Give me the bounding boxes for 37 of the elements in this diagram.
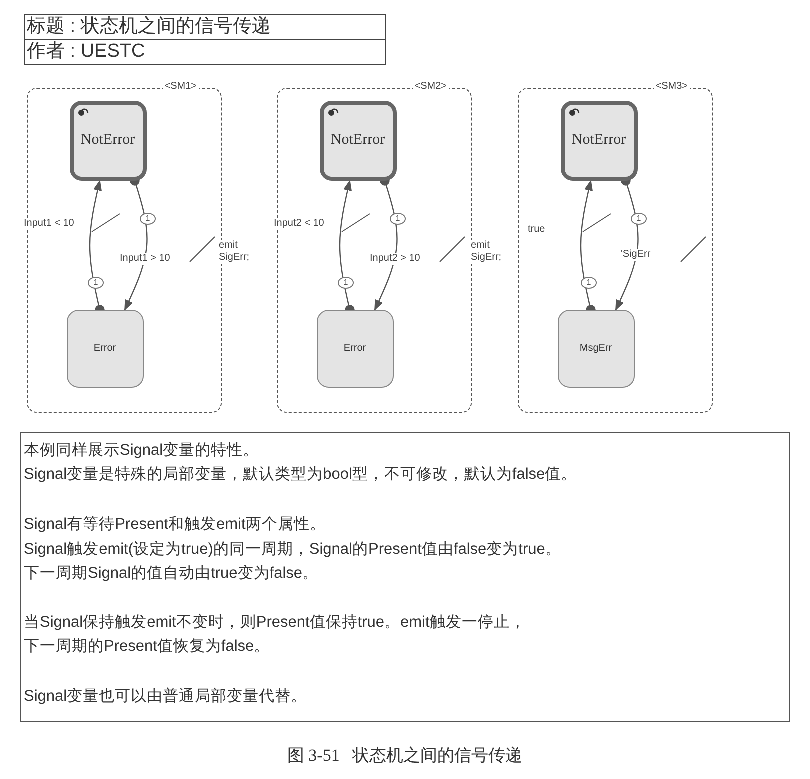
state-name: NotError (80, 132, 136, 149)
description-text: Signal变量也可以由普通局部变量代替。 (24, 686, 308, 707)
state-name: NotError (572, 132, 626, 149)
transition-label: Input1 > 10 (120, 253, 170, 265)
transition-label: Input2 < 10 (274, 218, 324, 230)
header-cell: 作者 : UESTC (24, 39, 386, 65)
description-text: 下一周期的Present值恢复为false。 (24, 637, 270, 657)
state-box (66, 310, 144, 388)
state-name: MsgErr (580, 343, 612, 354)
priority-badge: 1 (88, 277, 104, 289)
description-text: 本例同样展示Signal变量的特性。 (24, 441, 260, 461)
transition-label: 'SigErr (621, 249, 651, 261)
state-machine-name: <SM2> (412, 81, 449, 92)
description-text: 下一周期Signal的值自动由true变为false。 (24, 564, 319, 584)
initial-state-box (70, 100, 146, 180)
header-cell: 标题 : 状态机之间的信号传递 (24, 14, 386, 40)
description-text: Signal变量是特殊的局部变量，默认类型为bool型，不可修改，默认为false值。 (24, 465, 578, 485)
priority-badge: 1 (338, 277, 354, 289)
description-text: 当Signal保持触发emit不变时，则Present值保持true。emit触发一停止， (24, 613, 526, 633)
state-box (558, 310, 634, 388)
initial-state-box (560, 100, 638, 180)
state-name: Error (94, 343, 116, 354)
transition-label: Input1 < 10 (24, 218, 74, 230)
priority-badge: 1 (140, 213, 156, 225)
state-box (316, 310, 394, 388)
description-text: Signal触发emit(设定为true)的同一周期，Signal的Present值由false变为true。 (24, 540, 562, 560)
figure-caption: 图 3-51 状态机之间的信号传递 (286, 745, 524, 767)
initial-state-box (320, 100, 396, 180)
priority-badge: 1 (631, 213, 647, 225)
state-name: NotError (330, 132, 386, 149)
state-machine-name: <SM3> (654, 81, 690, 92)
state-name: Error (344, 343, 366, 354)
transition-label: Input2 > 10 (370, 253, 420, 265)
description-text: Signal有等待Present和触发emit两个属性。 (24, 515, 326, 535)
priority-badge: 1 (390, 213, 406, 225)
priority-badge: 1 (581, 277, 597, 289)
state-machine-name: <SM1> (162, 81, 199, 92)
